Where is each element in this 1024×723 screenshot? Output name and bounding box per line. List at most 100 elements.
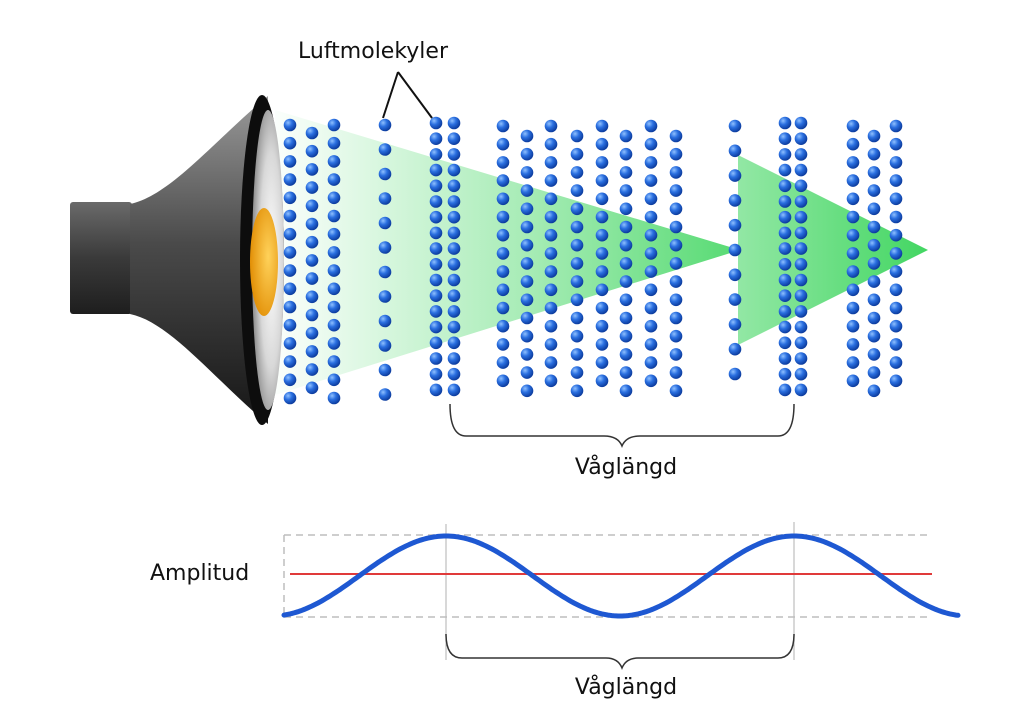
air-molecule [595, 301, 609, 315]
air-molecule [595, 174, 609, 187]
air-molecule [283, 355, 297, 368]
air-molecule [447, 195, 461, 208]
air-molecule [669, 129, 683, 143]
air-molecule [429, 226, 443, 240]
air-molecule [794, 289, 808, 303]
air-molecule [644, 283, 658, 297]
air-molecule [794, 210, 808, 224]
air-molecule [378, 339, 392, 352]
air-molecule [867, 366, 881, 379]
air-molecule [846, 192, 860, 206]
air-molecule [619, 147, 633, 161]
air-molecule [778, 148, 792, 161]
air-molecule [520, 147, 534, 161]
air-molecule [327, 136, 341, 150]
air-molecule [846, 156, 860, 169]
air-molecule [794, 116, 808, 130]
air-molecule [669, 311, 683, 325]
air-molecule [889, 174, 903, 187]
air-molecule [794, 320, 808, 334]
air-molecule [496, 228, 510, 242]
air-molecule [447, 163, 461, 177]
air-molecule [544, 156, 558, 169]
air-molecule [520, 293, 534, 307]
air-molecule [447, 305, 461, 318]
air-molecule [595, 338, 609, 351]
air-molecule [867, 293, 881, 307]
air-molecule [570, 366, 584, 379]
air-molecule [794, 305, 808, 318]
air-molecule [447, 352, 461, 365]
air-molecule [846, 228, 860, 242]
air-molecule [867, 220, 881, 234]
air-molecule [447, 226, 461, 240]
air-molecule [595, 374, 609, 388]
air-molecule [669, 275, 683, 288]
air-molecule [520, 129, 534, 143]
air-molecule [429, 320, 443, 334]
wave-graph [281, 522, 961, 660]
air-molecule [496, 247, 510, 260]
air-molecule [889, 338, 903, 351]
air-molecule [496, 265, 510, 278]
air-molecule [496, 137, 510, 151]
air-molecule [778, 320, 792, 334]
air-molecule [794, 226, 808, 240]
air-molecule [544, 338, 558, 351]
air-molecule [889, 319, 903, 333]
air-molecule [520, 220, 534, 234]
air-molecule [794, 242, 808, 255]
air-molecule [447, 148, 461, 161]
air-molecule [644, 119, 658, 133]
air-molecules [283, 116, 903, 405]
air-molecule [595, 228, 609, 242]
air-molecule [520, 329, 534, 343]
air-molecule [778, 383, 792, 397]
air-molecule [520, 275, 534, 288]
air-molecule [644, 338, 658, 351]
air-molecule [447, 242, 461, 255]
air-molecule [778, 336, 792, 350]
air-molecule [595, 156, 609, 169]
air-molecule [619, 220, 633, 234]
air-molecule [619, 238, 633, 252]
air-molecule [520, 311, 534, 325]
air-molecule [305, 326, 319, 340]
air-molecule [496, 156, 510, 169]
air-molecule [378, 118, 392, 132]
air-molecule [889, 301, 903, 315]
air-molecule [378, 192, 392, 205]
air-molecule [644, 356, 658, 369]
air-molecule [794, 336, 808, 350]
air-molecule [619, 257, 633, 270]
air-molecule [305, 381, 319, 395]
air-molecule [846, 283, 860, 297]
air-molecule [544, 119, 558, 133]
air-molecule [283, 300, 297, 314]
air-molecule [570, 166, 584, 179]
air-molecule [644, 174, 658, 187]
air-molecule [378, 241, 392, 254]
air-molecule [728, 318, 742, 331]
air-molecule [429, 336, 443, 350]
air-molecule [283, 191, 297, 205]
air-molecule [447, 132, 461, 145]
air-molecule [305, 181, 319, 194]
air-molecule [644, 247, 658, 260]
air-molecule [570, 311, 584, 325]
air-molecule [644, 137, 658, 151]
air-molecule [794, 163, 808, 177]
air-molecule [570, 220, 584, 234]
air-molecule [867, 166, 881, 179]
air-molecule [570, 184, 584, 197]
air-molecule [378, 216, 392, 230]
air-molecule [778, 273, 792, 287]
air-molecule [570, 329, 584, 343]
air-molecule [728, 218, 742, 232]
air-molecule [429, 273, 443, 287]
air-molecule [496, 338, 510, 351]
air-molecule [327, 337, 341, 350]
air-molecule [794, 258, 808, 271]
air-molecule [595, 283, 609, 297]
air-molecule [327, 209, 341, 223]
